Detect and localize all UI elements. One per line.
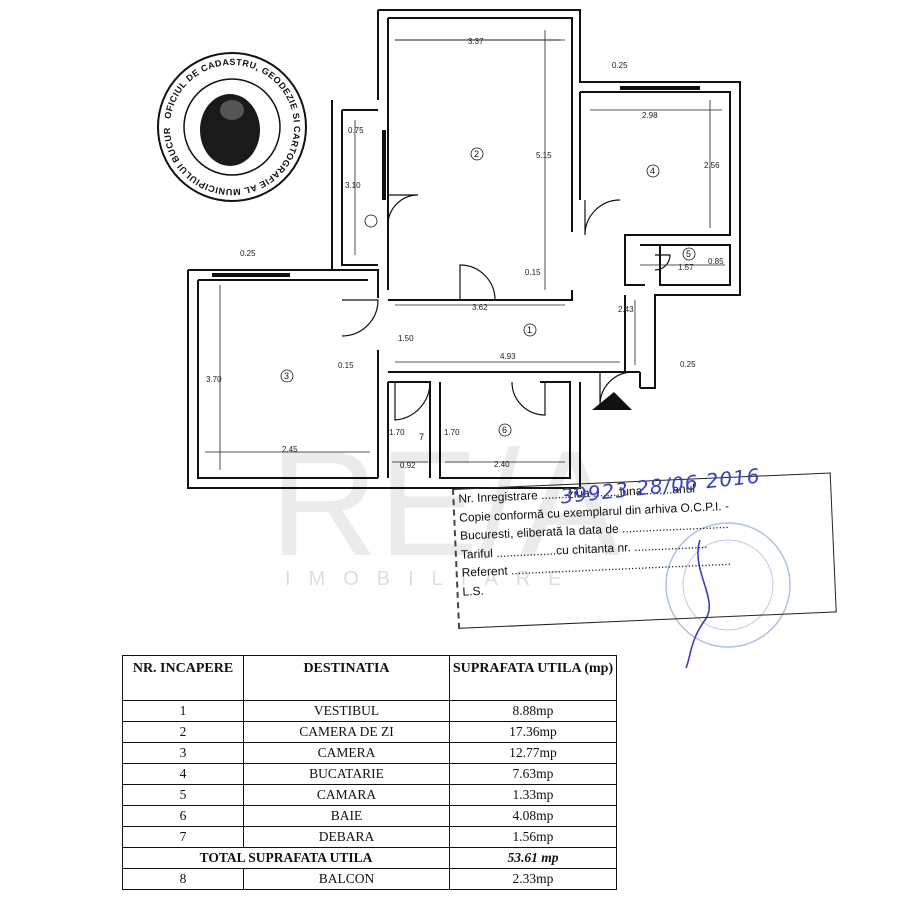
cell-nr: 4 [122, 763, 244, 785]
cell-nr: 3 [122, 742, 244, 764]
dim-label: 3.62 [472, 303, 488, 312]
dim-label: 1.50 [398, 334, 414, 343]
cell-dest: CAMERA DE ZI [243, 721, 450, 743]
dim-label: 2.45 [282, 445, 298, 454]
watermark-subtitle: IMOBILIARE [285, 568, 579, 590]
room-number: 3 [284, 371, 289, 381]
table-row: 6 BAIE 4.08mp [122, 805, 617, 827]
dim-label: 2.40 [494, 460, 510, 469]
dim-label: 3.10 [345, 181, 361, 190]
dim-label: 3.37 [468, 37, 484, 46]
table-row: 1 VESTIBUL 8.88mp [122, 700, 617, 722]
dim-label: 0.25 [612, 61, 628, 70]
room-number: 1 [527, 325, 532, 335]
room-number: 4 [650, 166, 655, 176]
dim-label: 0.25 [680, 360, 696, 369]
dim-label: 0.15 [525, 268, 541, 277]
table-row: 7 DEBARA 1.56mp [122, 826, 617, 848]
area-table: NR. INCAPERE DESTINATIA SUPRAFATA UTILA … [122, 655, 617, 890]
dim-label: 3.70 [206, 375, 222, 384]
room-number: 7 [419, 432, 424, 442]
dim-label: 2.56 [704, 161, 720, 170]
watermark-logo: RE/A [270, 419, 620, 587]
dim-label: 5.15 [536, 151, 552, 160]
table-row: 8 BALCON 2.33mp [122, 868, 617, 890]
cell-nr: 2 [122, 721, 244, 743]
dim-label: 1.70 [444, 428, 460, 437]
cell-dest: CAMERA [243, 742, 450, 764]
dim-label: 1.70 [389, 428, 405, 437]
cell-area: 1.33mp [449, 784, 617, 806]
signature [685, 539, 711, 669]
header-suprafata: SUPRAFATA UTILA (mp) [449, 655, 617, 701]
dim-label: 4.93 [500, 352, 516, 361]
dim-label: 0.92 [400, 461, 416, 470]
cell-area: 8.88mp [449, 700, 617, 722]
cell-area: 1.56mp [449, 826, 617, 848]
cell-dest: BAIE [243, 805, 450, 827]
cell-nr: 8 [122, 868, 244, 890]
cell-area: 17.36mp [449, 721, 617, 743]
cell-dest: DEBARA [243, 826, 450, 848]
cell-dest: CAMARA [243, 784, 450, 806]
total-row: TOTAL SUPRAFATA UTILA 53.61 mp [122, 847, 617, 869]
table-row: 2 CAMERA DE ZI 17.36mp [122, 721, 617, 743]
dim-label: 0.25 [240, 249, 256, 258]
table-row: 4 BUCATARIE 7.63mp [122, 763, 617, 785]
room-number: 5 [686, 249, 691, 259]
room-number: 6 [502, 425, 507, 435]
cadastre-stamp: OFICIUL DE CADASTRU, GEODEZIE SI CARTOGR… [0, 0, 307, 202]
total-label: TOTAL SUPRAFATA UTILA [122, 847, 450, 869]
dim-label: 2.43 [618, 305, 634, 314]
cell-nr: 5 [122, 784, 244, 806]
cell-dest: VESTIBUL [243, 700, 450, 722]
total-value: 53.61 mp [449, 847, 617, 869]
stamp-emblem-icon [200, 94, 260, 166]
entry-arrow-icon [592, 392, 632, 410]
room-number: 2 [474, 149, 479, 159]
cell-area: 12.77mp [449, 742, 617, 764]
dim-label: 0.85 [708, 257, 724, 266]
cell-area: 4.08mp [449, 805, 617, 827]
cell-dest: BUCATARIE [243, 763, 450, 785]
header-destinatia: DESTINATIA [243, 655, 450, 701]
cell-nr: 6 [122, 805, 244, 827]
cell-area: 7.63mp [449, 763, 617, 785]
dim-label: 1.57 [678, 263, 694, 272]
cell-nr: 1 [122, 700, 244, 722]
cell-area: 2.33mp [449, 868, 617, 890]
ocpi-stamp [665, 522, 791, 648]
cell-dest: BALCON [243, 868, 450, 890]
walls [187, 9, 741, 489]
header-nr: NR. INCAPERE [122, 655, 244, 701]
dim-label: 0.75 [348, 126, 364, 135]
table-row: 3 CAMERA 12.77mp [122, 742, 617, 764]
table-row: 5 CAMARA 1.33mp [122, 784, 617, 806]
dim-label: 0.15 [338, 361, 354, 370]
cell-nr: 7 [122, 826, 244, 848]
dim-label: 2.98 [642, 111, 658, 120]
